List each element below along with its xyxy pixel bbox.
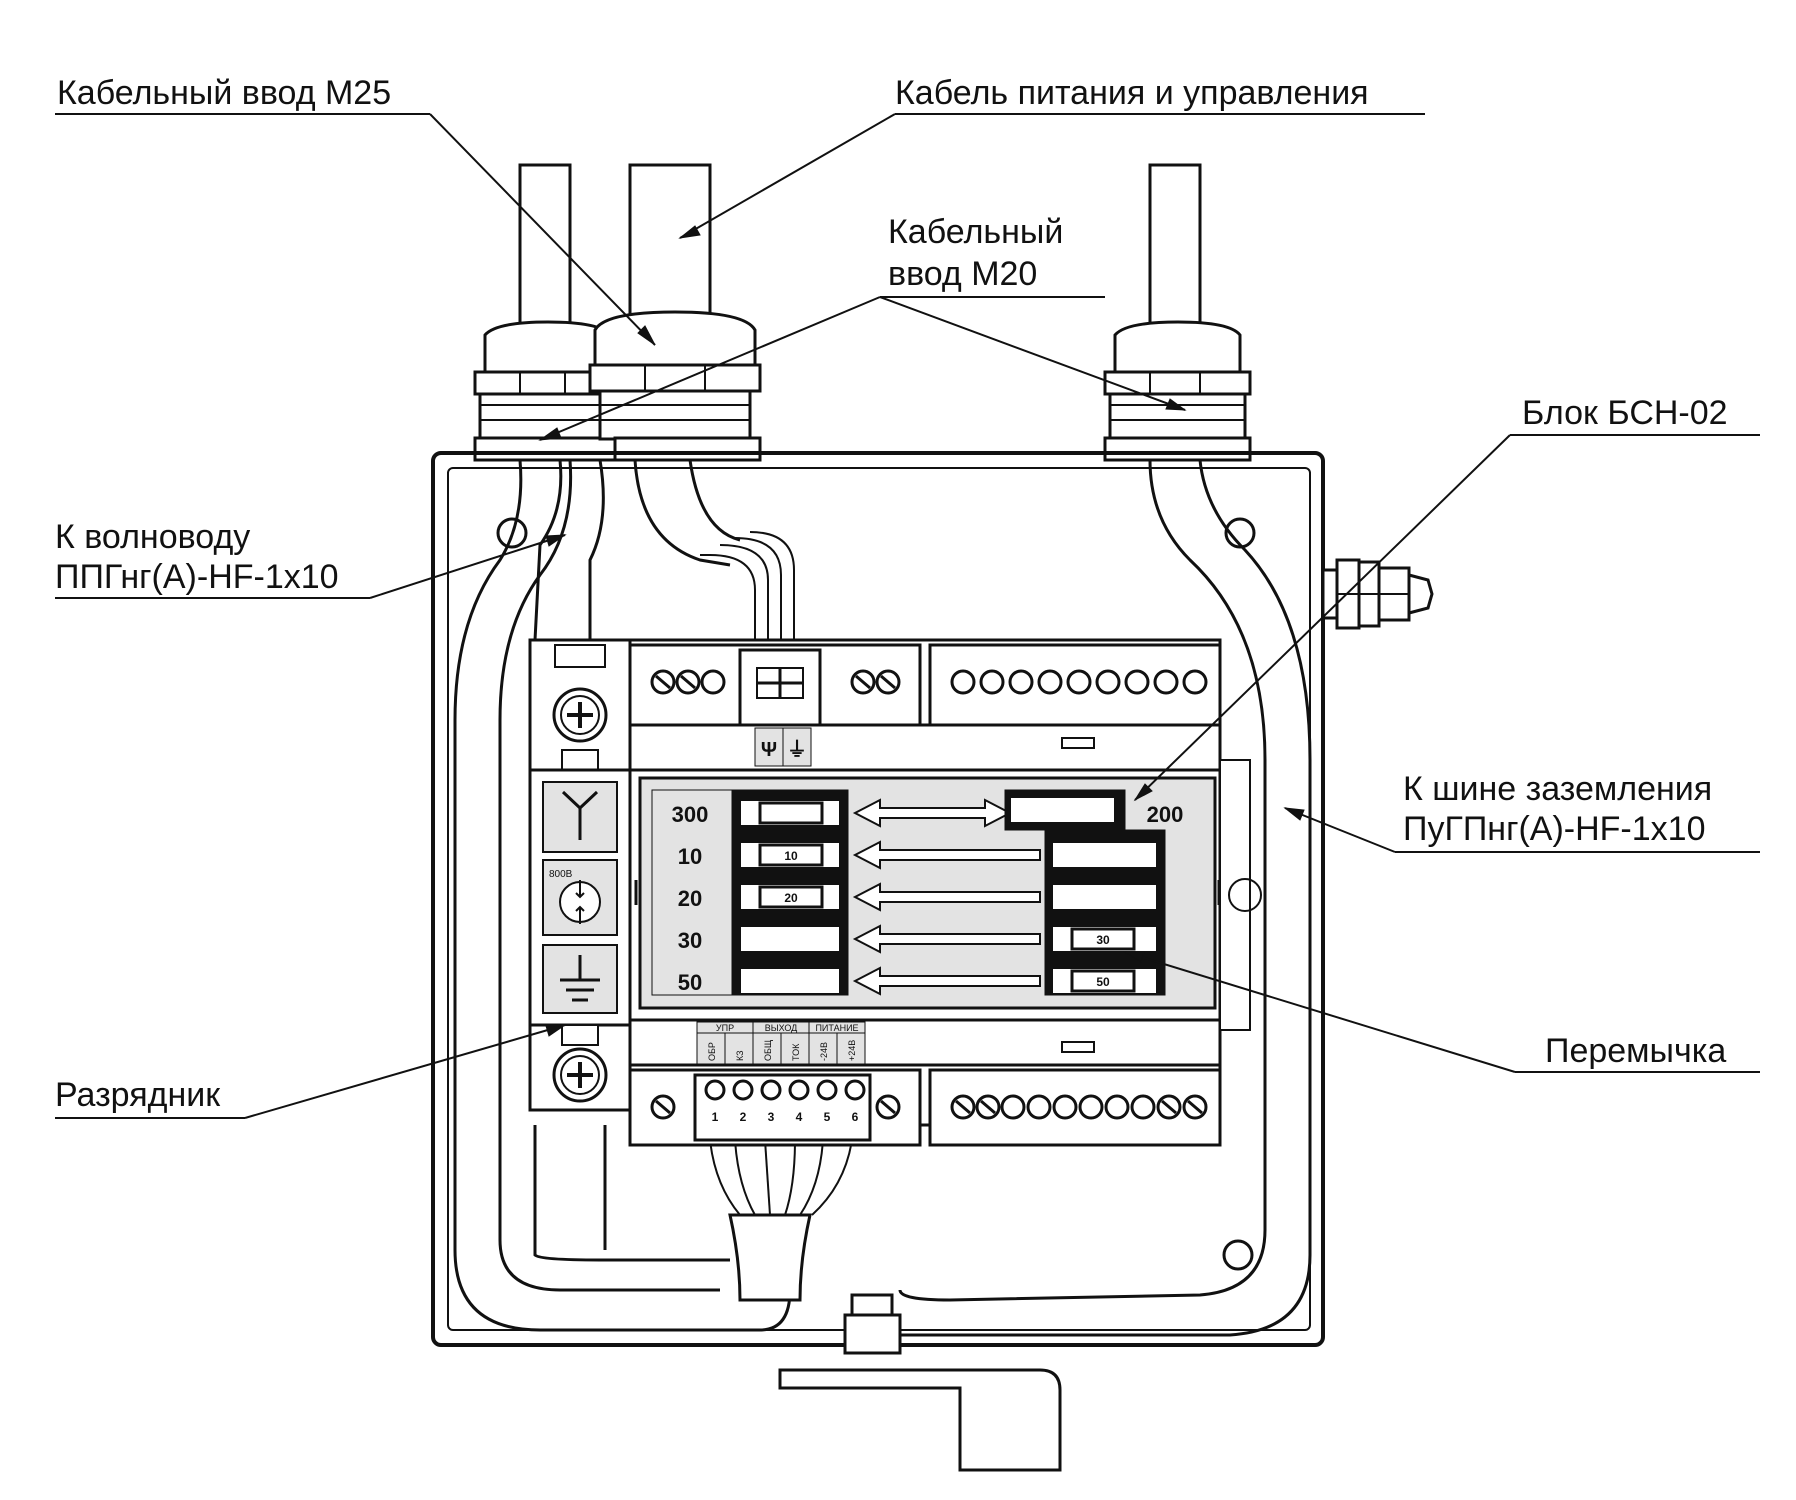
- bottom-terminal-labels: УПР ВЫХОД ПИТАНИЕ ОБР КЗ ОБЩ ТОК -24В +2…: [696, 1021, 866, 1065]
- arrester-module: 800В: [528, 638, 632, 1112]
- pin-label-1: ОБР: [707, 1042, 717, 1061]
- jumper-30: [1070, 927, 1136, 951]
- jumper-10: [758, 843, 824, 867]
- upper-cables: [518, 163, 1202, 342]
- jumper-20-label: 20: [784, 891, 798, 905]
- label-power-cable: Кабель питания и управления: [895, 74, 1369, 112]
- group-label-output: ВЫХОД: [765, 1023, 798, 1033]
- label-arrester: Разрядник: [55, 1076, 221, 1114]
- pin-number-5: 5: [824, 1110, 831, 1124]
- label-jumper: Перемычка: [1545, 1032, 1726, 1070]
- bottom-plug-pins: 1 2 3 4 5 6: [704, 1079, 866, 1124]
- cable-gland-m25: [588, 310, 762, 462]
- pin-label-6: +24В: [847, 1040, 857, 1061]
- range-label-30: 30: [678, 928, 702, 953]
- antenna-terminal-symbol: Ψ: [761, 739, 777, 761]
- pin-label-4: ТОК: [791, 1043, 801, 1061]
- range-label-20: 20: [678, 886, 702, 911]
- din-rail: [1219, 759, 1262, 1031]
- top-terminal-screws: [650, 669, 1208, 695]
- leader-lines: [55, 113, 1760, 1119]
- bottom-terminal-screws: [650, 1094, 1208, 1120]
- group-label-power: ПИТАНИЕ: [815, 1023, 858, 1033]
- mounting-bracket: [778, 1293, 1062, 1472]
- pin-number-6: 6: [852, 1110, 859, 1124]
- label-to-waveguide-line1: К волноводу: [55, 518, 250, 556]
- pin-number-2: 2: [740, 1110, 747, 1124]
- label-cable-gland-m20-line1: Кабельный: [888, 213, 1063, 251]
- label-to-waveguide-line2: ППГнг(А)-HF-1х10: [55, 558, 339, 596]
- internal-cables: [453, 459, 1312, 1337]
- label-to-ground-line1: К шине заземления: [1403, 770, 1712, 808]
- label-cable-gland-m20-line2: ввод М20: [888, 255, 1037, 293]
- pin-label-3: ОБЩ: [763, 1039, 773, 1061]
- range-label-50: 50: [678, 970, 702, 995]
- pin-label-2: КЗ: [735, 1050, 745, 1061]
- pin-number-1: 1: [712, 1110, 719, 1124]
- callout-labels: Кабельный ввод М25 Кабель питания и упра…: [55, 74, 1728, 1114]
- jumper-50: [1070, 969, 1136, 993]
- pin-number-3: 3: [768, 1110, 775, 1124]
- range-label-10: 10: [678, 844, 702, 869]
- pin-number-4: 4: [796, 1110, 803, 1124]
- jumper-30-label: 30: [1096, 933, 1110, 947]
- label-to-ground-line2: ПуГПнг(А)-HF-1х10: [1403, 810, 1705, 848]
- cable-gland-m20-right: [1103, 320, 1252, 462]
- ground-terminal-symbol: ⏚: [787, 738, 807, 761]
- range-label-200: 200: [1147, 802, 1184, 827]
- arrester-voltage: 800В: [549, 869, 573, 880]
- group-label-control: УПР: [716, 1023, 734, 1033]
- bsn-02-block: Ψ ⏚ 300 10 20 30 50 10 20: [628, 638, 1222, 1147]
- range-label-300: 300: [672, 802, 709, 827]
- pin-label-5: -24В: [819, 1042, 829, 1061]
- jumper-20: [758, 885, 824, 909]
- label-bsn-02-block: Блок БСН-02: [1522, 394, 1728, 432]
- ground-bolt: [1321, 558, 1434, 630]
- label-cable-gland-m25: Кабельный ввод М25: [57, 74, 391, 112]
- jumper-50-label: 50: [1096, 975, 1110, 989]
- jumper-10-label: 10: [784, 849, 798, 863]
